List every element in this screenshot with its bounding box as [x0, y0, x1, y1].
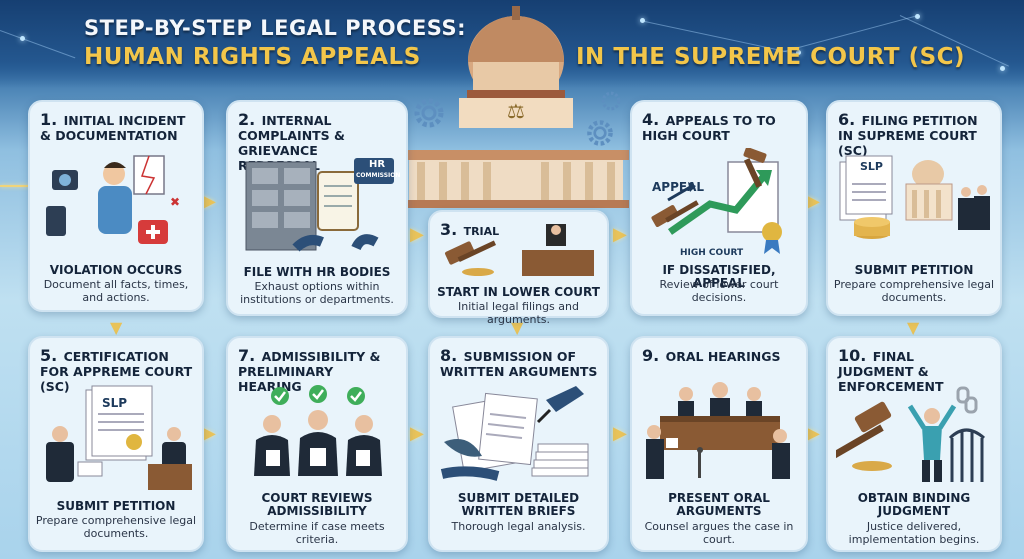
step-description: Initial legal filings and arguments.	[434, 300, 603, 326]
step-card-2: 2. INTERNAL COMPLAINTS & GRIEVANCE REDRE…	[226, 100, 408, 316]
step-subtitle: FILE WITH HR BODIES	[232, 266, 402, 279]
appeal-label: APPEAL	[652, 180, 704, 194]
svg-text:✖: ✖	[170, 195, 180, 209]
arrow-right-icon: ▶	[410, 226, 424, 244]
quill-briefs-icon	[438, 382, 599, 486]
connector-line	[0, 185, 30, 187]
step-description: Determine if case meets criteria.	[232, 520, 402, 546]
step-subtitle: SUBMIT PETITION	[832, 264, 996, 277]
step-subtitle: PRESENT ORAL ARGUMENTS	[636, 492, 802, 518]
step-card-8: 8. SUBMISSION OF WRITTEN ARGUMENTS SUBMI…	[428, 336, 609, 552]
arrow-right-icon: ▶	[202, 193, 216, 211]
arrow-down-icon: ▼	[110, 318, 122, 337]
step-subtitle: OBTAIN BINDING JUDGMENT	[832, 492, 996, 518]
step-title: 1. INITIAL INCIDENT & DOCUMENTATION	[40, 112, 194, 143]
step-subtitle: SUBMIT PETITION	[34, 500, 198, 513]
high-court-label: HIGH COURT	[680, 248, 743, 258]
arrow-right-icon: ▶	[806, 193, 820, 211]
gear-icon	[600, 90, 622, 112]
step-title: 8. SUBMISSION OF WRITTEN ARGUMENTS	[440, 348, 599, 379]
step-card-9: 9. ORAL HEARINGS PRESENT ORAL ARGUMENTS …	[630, 336, 808, 552]
step-card-10: 10. FINAL JUDGMENT & ENFORCEMENT OBTAIN …	[826, 336, 1002, 552]
gavel-appeal-arrow-icon	[640, 148, 798, 258]
slp-label: SLP	[102, 396, 127, 410]
slp-label: SLP	[860, 160, 883, 173]
step-card-7: 7. ADMISSIBILITY & PRELIMINARY HEARING C…	[226, 336, 408, 552]
title-line2-left: HUMAN RIGHTS APPEALS	[84, 44, 421, 70]
step-title: 9. ORAL HEARINGS	[642, 348, 798, 364]
arrow-right-icon: ▶	[613, 226, 627, 244]
step-description: Review of lower court decisions.	[636, 278, 802, 304]
step-description: Prepare comprehensive legal documents.	[832, 278, 996, 304]
arrow-right-icon: ▶	[613, 425, 627, 443]
step-description: Exhaust options within institutions or d…	[232, 280, 402, 306]
svg-text:⚖: ⚖	[507, 99, 525, 123]
step-description: Counsel argues the case in court.	[636, 520, 802, 546]
step-card-1: 1. INITIAL INCIDENT & DOCUMENTATION ✖ VI…	[28, 100, 204, 312]
title-line2-right: IN THE SUPREME COURT (SC)	[576, 44, 965, 70]
gear-icon	[585, 118, 615, 148]
step-subtitle: VIOLATION OCCURS	[34, 264, 198, 277]
step-subtitle: START IN LOWER COURT	[434, 286, 603, 299]
courtroom-hearing-icon	[640, 366, 798, 486]
arrow-right-icon: ▶	[806, 425, 820, 443]
step-description: Prepare comprehensive legal documents.	[34, 514, 198, 540]
arrow-right-icon: ▶	[410, 425, 424, 443]
step-description: Thorough legal analysis.	[434, 520, 603, 533]
camera-person-documents-icon: ✖	[38, 148, 194, 258]
judges-checkmarks-icon	[236, 384, 398, 484]
gavel-broken-chain-icon	[836, 382, 992, 486]
arrow-down-icon: ▼	[907, 318, 919, 337]
gear-icon	[412, 96, 446, 130]
step-card-3: 3. TRIAL START IN LOWER COURT Initial le…	[428, 210, 609, 318]
step-card-6: 6. FILING PETITION IN SUPREME COURT (SC)…	[826, 100, 1002, 316]
step-title: 4. APPEALS TO TO HIGH COURT	[642, 112, 798, 143]
step-subtitle: SUBMIT DETAILED WRITTEN BRIEFS	[434, 492, 603, 518]
gavel-courtroom-icon	[438, 220, 599, 280]
step-card-5: 5. CERTIFICATION FOR APPREME COURT (SC) …	[28, 336, 204, 552]
step-card-4: 4. APPEALS TO TO HIGH COURT APPEAL HIGH …	[630, 100, 808, 316]
step-description: Justice delivered, implementation begins…	[832, 520, 996, 546]
step-description: Document all facts, times, and actions.	[34, 278, 198, 304]
step-subtitle: COURT REVIEWS ADMISSIBILITY	[232, 492, 402, 518]
arrow-right-icon: ▶	[202, 425, 216, 443]
